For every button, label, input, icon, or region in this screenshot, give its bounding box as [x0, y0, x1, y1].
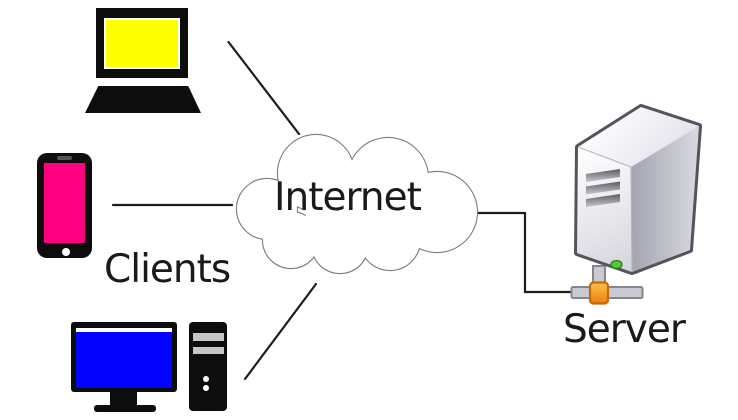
server-label: Server — [563, 307, 686, 352]
laptop-icon — [85, 8, 201, 113]
smartphone-icon — [37, 153, 92, 258]
connector-orange-plug — [588, 281, 610, 305]
pc-tower-drive-bay — [193, 333, 224, 341]
server-front-face — [577, 147, 632, 272]
server-face-edge — [577, 146, 633, 273]
desktop-internet-line — [243, 282, 318, 381]
monitor-screen — [76, 328, 172, 388]
server-top-face — [578, 107, 699, 167]
laptop-internet-line — [227, 40, 301, 136]
phone-speaker — [57, 156, 72, 160]
monitor-base — [94, 405, 156, 412]
server-tower-icon — [570, 104, 702, 305]
pc-tower-drive-bay — [193, 347, 224, 354]
phone-home-button — [62, 248, 70, 256]
internet-server-line — [476, 211, 580, 294]
internet-cloud-icon — [235, 133, 479, 275]
laptop-keyboard — [85, 86, 201, 113]
pc-tower — [189, 322, 227, 411]
laptop-bezel — [96, 8, 188, 78]
phone-screen — [44, 163, 85, 243]
pc-tower-button — [203, 385, 209, 391]
server-side-face — [631, 126, 699, 272]
monitor-frame — [71, 322, 177, 392]
internet-label: Internet — [274, 175, 422, 220]
pc-tower-button — [203, 376, 209, 382]
server-vent-slats — [586, 169, 620, 207]
clients-label: Clients — [104, 247, 231, 292]
server-led-light — [610, 259, 623, 270]
laptop-screen — [104, 18, 180, 69]
desktop-computer-icon — [71, 321, 228, 413]
ethernet-connector-icon — [570, 265, 644, 305]
monitor-stand — [110, 392, 137, 406]
